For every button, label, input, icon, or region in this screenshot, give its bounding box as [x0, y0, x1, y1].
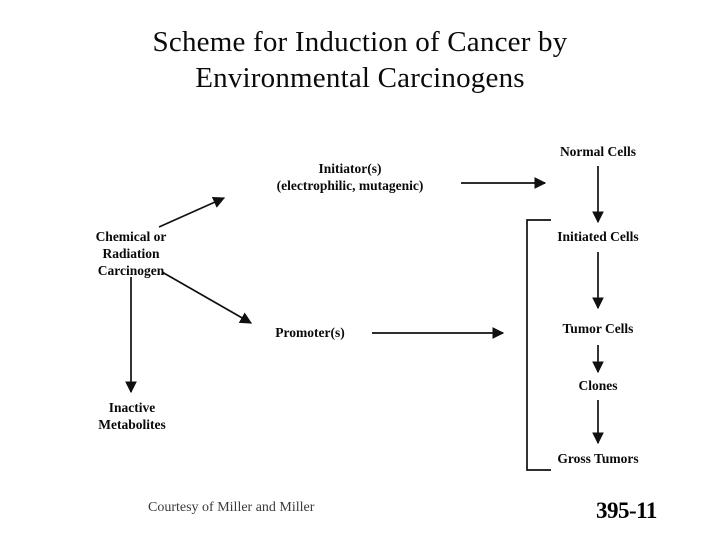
arrow-carcinogen-to-promoter: [161, 271, 253, 324]
node-normal-cells[interactable]: Normal Cells: [528, 143, 668, 160]
node-initiator-line-2: (electrophilic, mutagenic): [276, 178, 424, 193]
node-normal-cells-label: Normal Cells: [559, 144, 637, 159]
node-clones[interactable]: Clones: [528, 377, 668, 394]
node-tumor-cells[interactable]: Tumor Cells: [528, 320, 668, 337]
node-gross-tumors-label: Gross Tumors: [557, 451, 639, 466]
node-initiated-cells[interactable]: Initiated Cells: [528, 228, 668, 245]
stage-group-bracket: [526, 219, 551, 471]
node-gross-tumors[interactable]: Gross Tumors: [528, 450, 668, 467]
node-source-line-3: Carcinogen: [97, 263, 165, 278]
credit-text: Courtesy of Miller and Miller: [148, 500, 315, 515]
node-clones-label: Clones: [578, 378, 618, 393]
node-inactive-line-1: Inactive: [108, 400, 156, 415]
node-promoter-line-1: Promoter(s): [275, 325, 345, 340]
node-inactive-metabolites[interactable]: Inactive Metabolites: [66, 399, 198, 433]
slide-number: 395-11: [596, 498, 657, 523]
node-initiated-cells-label: Initiated Cells: [557, 229, 639, 244]
node-source-line-2: Radiation: [102, 246, 160, 261]
arrow-carcinogen-to-initiator: [158, 196, 226, 228]
node-initiator[interactable]: Initiator(s) (electrophilic, mutagenic): [238, 160, 462, 194]
node-chemical-radiation-carcinogen[interactable]: Chemical or Radiation Carcinogen: [58, 228, 204, 279]
node-source-line-1: Chemical or: [95, 229, 167, 244]
page-title-line-2: Environmental Carcinogens: [195, 62, 525, 94]
page-title-line-1: Scheme for Induction of Cancer by: [152, 26, 568, 58]
node-inactive-line-2: Metabolites: [98, 417, 166, 432]
node-initiator-line-1: Initiator(s): [318, 161, 382, 176]
node-tumor-cells-label: Tumor Cells: [562, 321, 634, 336]
node-promoter[interactable]: Promoter(s): [250, 324, 370, 341]
page-title: Scheme for Induction of Cancer by Enviro…: [0, 24, 720, 96]
